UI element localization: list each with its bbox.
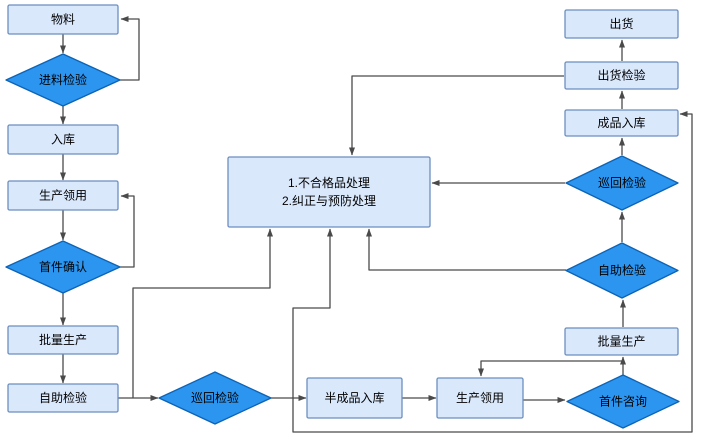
self-inspection-1-label: 自助检验 [39, 390, 87, 405]
first-article-confirm-label: 首件确认 [39, 260, 87, 274]
edge-patrol-mid-branch-to-nonconforming [292, 228, 333, 398]
batch-production-2-process-shape [564, 327, 679, 356]
finished-goods-in-process-shape [564, 109, 679, 137]
semi-finished-in-label: 半成品入库 [324, 390, 384, 405]
edge-bottom-loop-to-finished-goods [292, 111, 693, 433]
node-semi-finished-in[interactable]: 半成品入库 [306, 377, 403, 419]
first-article-consult-decision-shape [566, 374, 680, 429]
node-warehouse-in[interactable]: 入库 [7, 124, 119, 155]
self-inspection-right-label: 自助检验 [598, 263, 646, 278]
nonconforming-handling-process-shape [227, 156, 431, 228]
node-incoming-inspection[interactable]: 进料检验 [5, 53, 121, 107]
node-material[interactable]: 物料 [7, 4, 119, 35]
batch-production-1-process-shape [7, 325, 119, 355]
edge-first-consult-fail-to-requisition2 [478, 360, 623, 377]
outgoing-inspection-label: 出货检验 [597, 68, 645, 83]
node-finished-goods-in[interactable]: 成品入库 [564, 109, 679, 137]
warehouse-in-label: 入库 [51, 132, 75, 147]
batch-production-2-label: 批量生产 [597, 334, 645, 349]
node-patrol-inspection-mid[interactable]: 巡回检验 [158, 371, 272, 425]
self-inspection-right-decision-shape [565, 242, 679, 299]
edge-self1-branch-to-nonconforming [132, 228, 273, 398]
patrol-inspection-right-decision-shape [565, 155, 679, 211]
edge-incoming-fail-to-material [120, 16, 140, 81]
material-process-shape [7, 4, 119, 35]
node-batch-production-2[interactable]: 批量生产 [564, 327, 679, 356]
outgoing-inspection-process-shape [564, 61, 679, 90]
edge-outgoing-fail-to-nonconforming [349, 75, 564, 156]
node-patrol-inspection-right[interactable]: 巡回检验 [565, 155, 679, 211]
semi-finished-in-process-shape [306, 377, 403, 419]
shipment-label: 出货 [609, 16, 633, 31]
patrol-inspection-mid-label: 巡回检验 [191, 390, 239, 405]
patrol-inspection-right-label: 巡回检验 [598, 175, 646, 190]
edge-first-confirm-fail-to-requisition1 [120, 193, 135, 268]
node-production-requisition-2[interactable]: 生产领用 [436, 377, 524, 419]
patrol-inspection-mid-decision-shape [158, 371, 272, 425]
batch-production-1-label: 批量生产 [39, 332, 87, 347]
incoming-inspection-decision-shape [5, 53, 121, 107]
production-requisition-2-process-shape [436, 377, 524, 419]
node-batch-production-1[interactable]: 批量生产 [7, 325, 119, 355]
incoming-inspection-label: 进料检验 [39, 72, 87, 87]
production-requisition-2-label: 生产领用 [456, 391, 504, 405]
node-self-inspection-1[interactable]: 自助检验 [7, 383, 119, 413]
node-self-inspection-right[interactable]: 自助检验 [565, 242, 679, 299]
production-requisition-1-label: 生产领用 [39, 189, 87, 203]
node-production-requisition-1[interactable]: 生产领用 [7, 180, 119, 211]
finished-goods-in-label: 成品入库 [597, 115, 645, 130]
shipment-process-shape [564, 9, 679, 39]
node-shipment[interactable]: 出货 [564, 9, 679, 39]
node-first-article-confirm[interactable]: 首件确认 [5, 240, 121, 294]
production-requisition-1-process-shape [7, 180, 119, 211]
self-inspection-1-process-shape [7, 383, 119, 413]
first-article-consult-label: 首件咨询 [599, 394, 647, 409]
node-first-article-consult[interactable]: 首件咨询 [566, 374, 680, 429]
material-label: 物料 [51, 13, 75, 27]
node-outgoing-inspection[interactable]: 出货检验 [564, 61, 679, 90]
warehouse-in-process-shape [7, 124, 119, 155]
first-article-confirm-decision-shape [5, 240, 121, 294]
edge-self-right-fail-to-nonconforming [366, 228, 566, 271]
